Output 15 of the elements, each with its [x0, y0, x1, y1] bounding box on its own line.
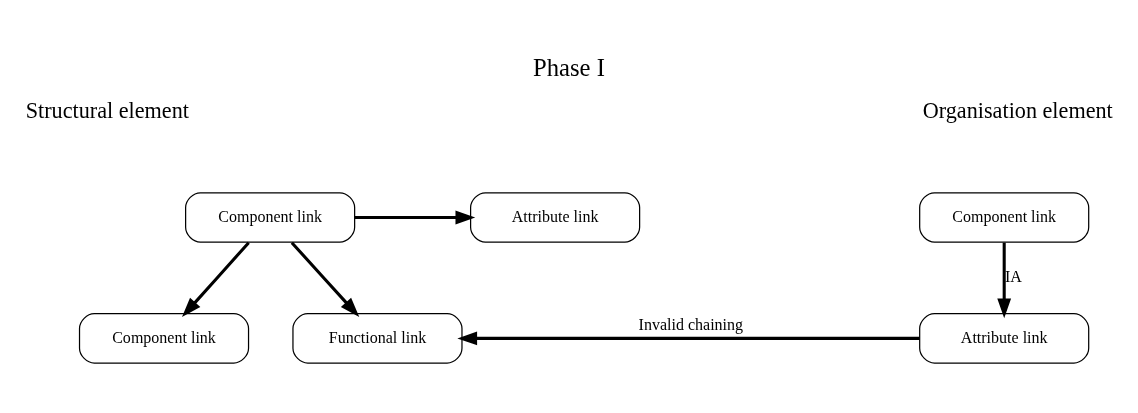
node-box: Attribute link: [919, 312, 1090, 364]
arrow: [290, 241, 360, 317]
node-box: Component link: [185, 191, 356, 243]
node-box: Component link: [78, 312, 250, 364]
node-box: Component link: [919, 191, 1090, 243]
diagram-title: Phase I: [533, 53, 605, 81]
arrow: [182, 241, 250, 317]
label: Organisation element: [922, 97, 1113, 123]
label: Structural element: [25, 97, 189, 123]
edge-label: Invalid chaining: [638, 315, 744, 333]
arrow: [457, 330, 920, 345]
node-box: Attribute link: [470, 191, 641, 243]
arrow: [997, 242, 1012, 318]
arrow: [354, 210, 476, 224]
node-box: Functional link: [292, 312, 463, 364]
